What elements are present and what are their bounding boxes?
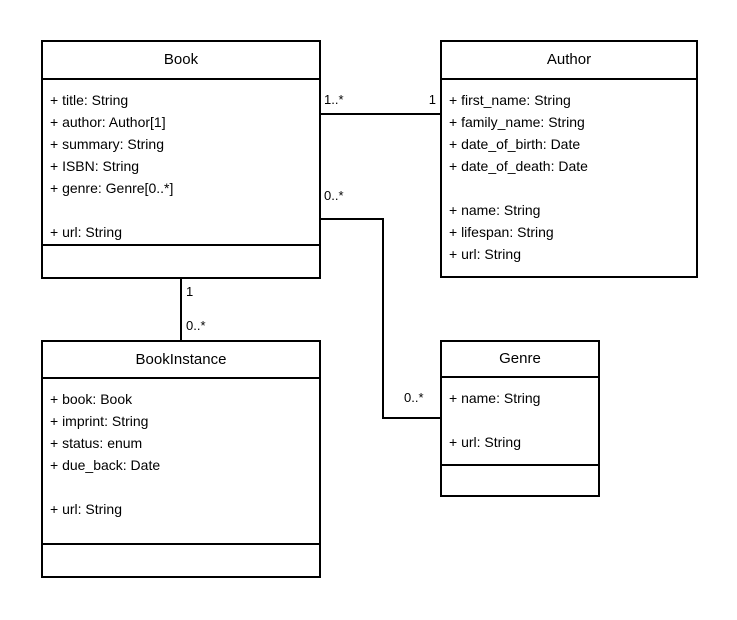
attribute-row: + url: String xyxy=(50,501,122,517)
attribute-row: + ISBN: String xyxy=(50,158,140,174)
attribute-row: + title: String xyxy=(50,92,129,108)
class-methods-genre xyxy=(442,464,598,497)
class-name-author: Author xyxy=(546,51,592,68)
attribute-row: + url: String xyxy=(449,246,521,262)
attribute-row: + status: enum xyxy=(50,435,143,451)
multiplicity-book-genre-source: 0..* xyxy=(324,188,344,203)
attribute-row-spacer xyxy=(449,409,598,431)
multiplicity-book-bookinstance-target: 0..* xyxy=(186,318,206,333)
attribute-row: + due_back: Date xyxy=(50,457,161,473)
class-box-bookinstance[interactable]: BookInstance + book: Book + imprint: Str… xyxy=(41,340,321,578)
class-box-author[interactable]: Author + first_name: String + family_nam… xyxy=(440,40,698,278)
class-name-bookinstance: BookInstance xyxy=(135,350,227,368)
association-line-book-genre xyxy=(321,218,440,419)
attribute-row: + lifespan: String xyxy=(449,224,554,240)
class-attributes-genre: + name: String + url: String xyxy=(442,376,598,464)
attribute-row: + imprint: String xyxy=(50,413,149,429)
attribute-row-spacer xyxy=(449,177,696,199)
attribute-row: + name: String xyxy=(449,202,541,218)
multiplicity-book-author-source: 1..* xyxy=(324,92,344,107)
class-name-book: Book xyxy=(163,51,199,68)
class-box-genre[interactable]: Genre + name: String + url: String xyxy=(440,340,600,497)
attribute-row: + first_name: String xyxy=(449,92,571,108)
attribute-row-spacer xyxy=(50,199,319,221)
multiplicity-book-genre-target: 0..* xyxy=(404,390,424,405)
class-attributes-bookinstance: + book: Book + imprint: String + status:… xyxy=(43,377,319,543)
attribute-row: + url: String xyxy=(50,224,122,240)
attribute-row: + date_of_death: Date xyxy=(449,158,588,174)
class-attributes-author: + first_name: String + family_name: Stri… xyxy=(442,78,696,276)
class-box-book[interactable]: Book + title: String + author: Author[1]… xyxy=(41,40,321,279)
class-attributes-book: + title: String + author: Author[1] + su… xyxy=(43,78,319,244)
attribute-row: + name: String xyxy=(449,390,541,406)
attribute-row: + genre: Genre[0..*] xyxy=(50,180,174,196)
multiplicity-book-author-target: 1 xyxy=(428,92,436,107)
attribute-row: + summary: String xyxy=(50,136,164,152)
attribute-row: + family_name: String xyxy=(449,114,585,130)
class-name-genre: Genre xyxy=(499,350,541,367)
attribute-row-spacer xyxy=(50,476,319,498)
class-methods-book xyxy=(43,244,319,277)
multiplicity-book-bookinstance-source: 1 xyxy=(186,284,194,299)
attribute-row: + date_of_birth: Date xyxy=(449,136,581,152)
attribute-row: + book: Book xyxy=(50,391,133,407)
attribute-row: + url: String xyxy=(449,434,521,450)
attribute-row: + author: Author[1] xyxy=(50,114,166,130)
class-methods-bookinstance xyxy=(43,543,319,580)
